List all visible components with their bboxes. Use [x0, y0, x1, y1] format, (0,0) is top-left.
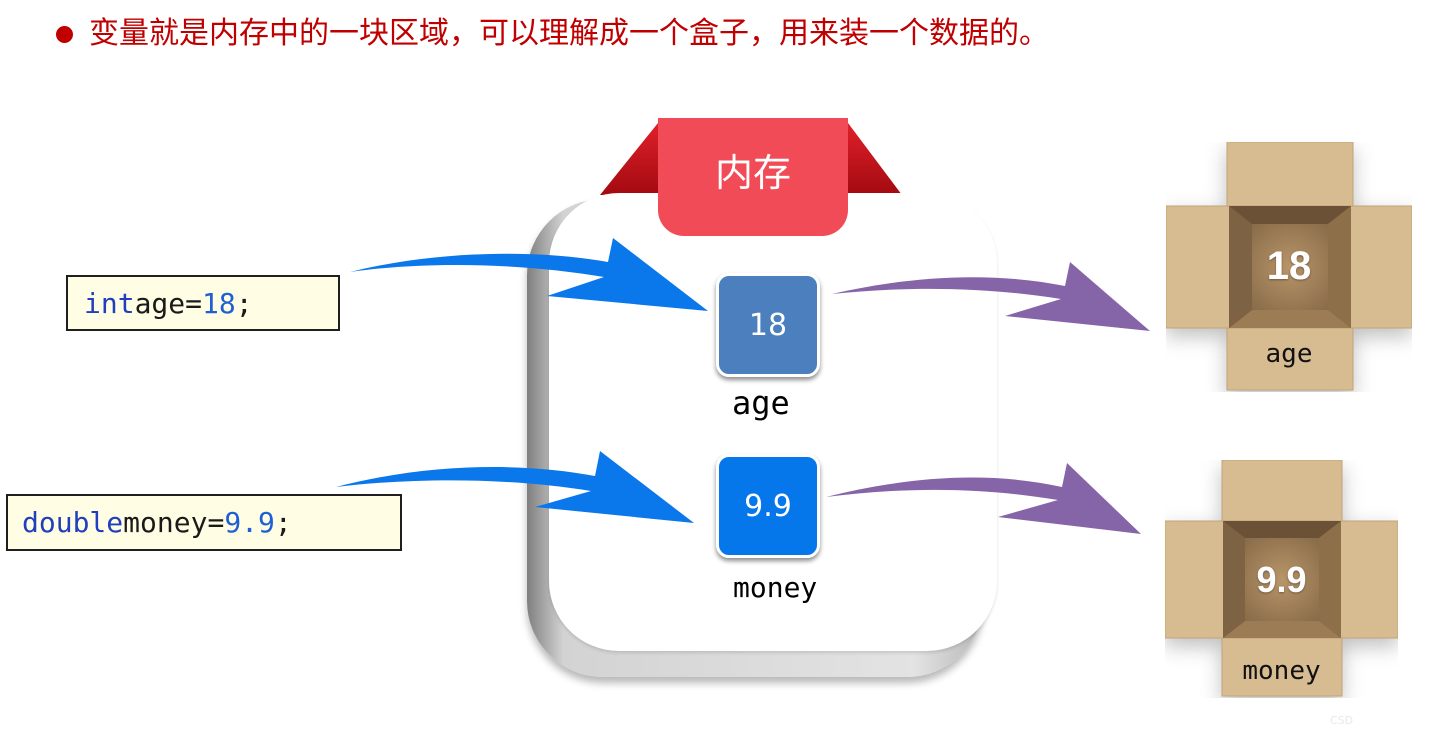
arrow-code-age-to-memory — [350, 238, 708, 311]
memory-tab-left-wing — [600, 123, 658, 195]
code-age-value: 18 — [202, 286, 236, 320]
memory-cell-age-label: age — [732, 384, 790, 422]
cardboard-box-money: 9.9 money — [1164, 459, 1399, 698]
code-age-operator: = — [185, 286, 203, 320]
code-money-value: 9.9 — [224, 506, 275, 539]
box-money-label: money — [1242, 656, 1321, 686]
heading-text: 变量就是内存中的一块区域，可以理解成一个盒子，用来装一个数据的。 — [89, 16, 1049, 51]
code-money-terminator: ; — [274, 506, 292, 539]
code-money-name: money — [123, 506, 208, 539]
arrow-memory-age-to-box — [832, 262, 1150, 331]
memory-cell-money-value: 9.9 — [744, 488, 792, 524]
bullet-icon — [56, 25, 73, 43]
arrow-memory-money-to-box — [826, 463, 1141, 534]
slide-heading: 变量就是内存中的一块区域，可以理解成一个盒子，用来装一个数据的。 — [56, 12, 1049, 56]
memory-cell-money: 9.9 — [716, 454, 820, 558]
memory-cell-money-label: money — [733, 571, 818, 604]
box-money-value: 9.9 — [1256, 559, 1307, 600]
box-age-label: age — [1265, 339, 1313, 369]
code-line-age: int age = 18; — [66, 275, 340, 331]
arrow-code-money-to-memory — [336, 451, 694, 523]
memory-title-tab: 内存 — [658, 118, 848, 236]
watermark: CSD — [1330, 714, 1354, 727]
open-box-icon — [1165, 141, 1413, 391]
code-line-money: double money = 9.9; — [6, 494, 402, 551]
code-money-keyword: double — [22, 506, 124, 539]
code-age-name: age — [134, 286, 186, 320]
memory-tab-right-wing — [848, 123, 902, 195]
box-age-value: 18 — [1266, 244, 1312, 288]
code-money-operator: = — [207, 506, 225, 539]
open-box-icon — [1164, 459, 1399, 697]
memory-title: 内存 — [714, 150, 791, 195]
memory-cell-age: 18 — [716, 273, 820, 377]
cardboard-box-age: 18 age — [1165, 141, 1413, 392]
memory-cell-age-value: 18 — [748, 307, 788, 343]
code-age-keyword: int — [84, 286, 135, 320]
code-age-terminator: ; — [235, 286, 253, 320]
